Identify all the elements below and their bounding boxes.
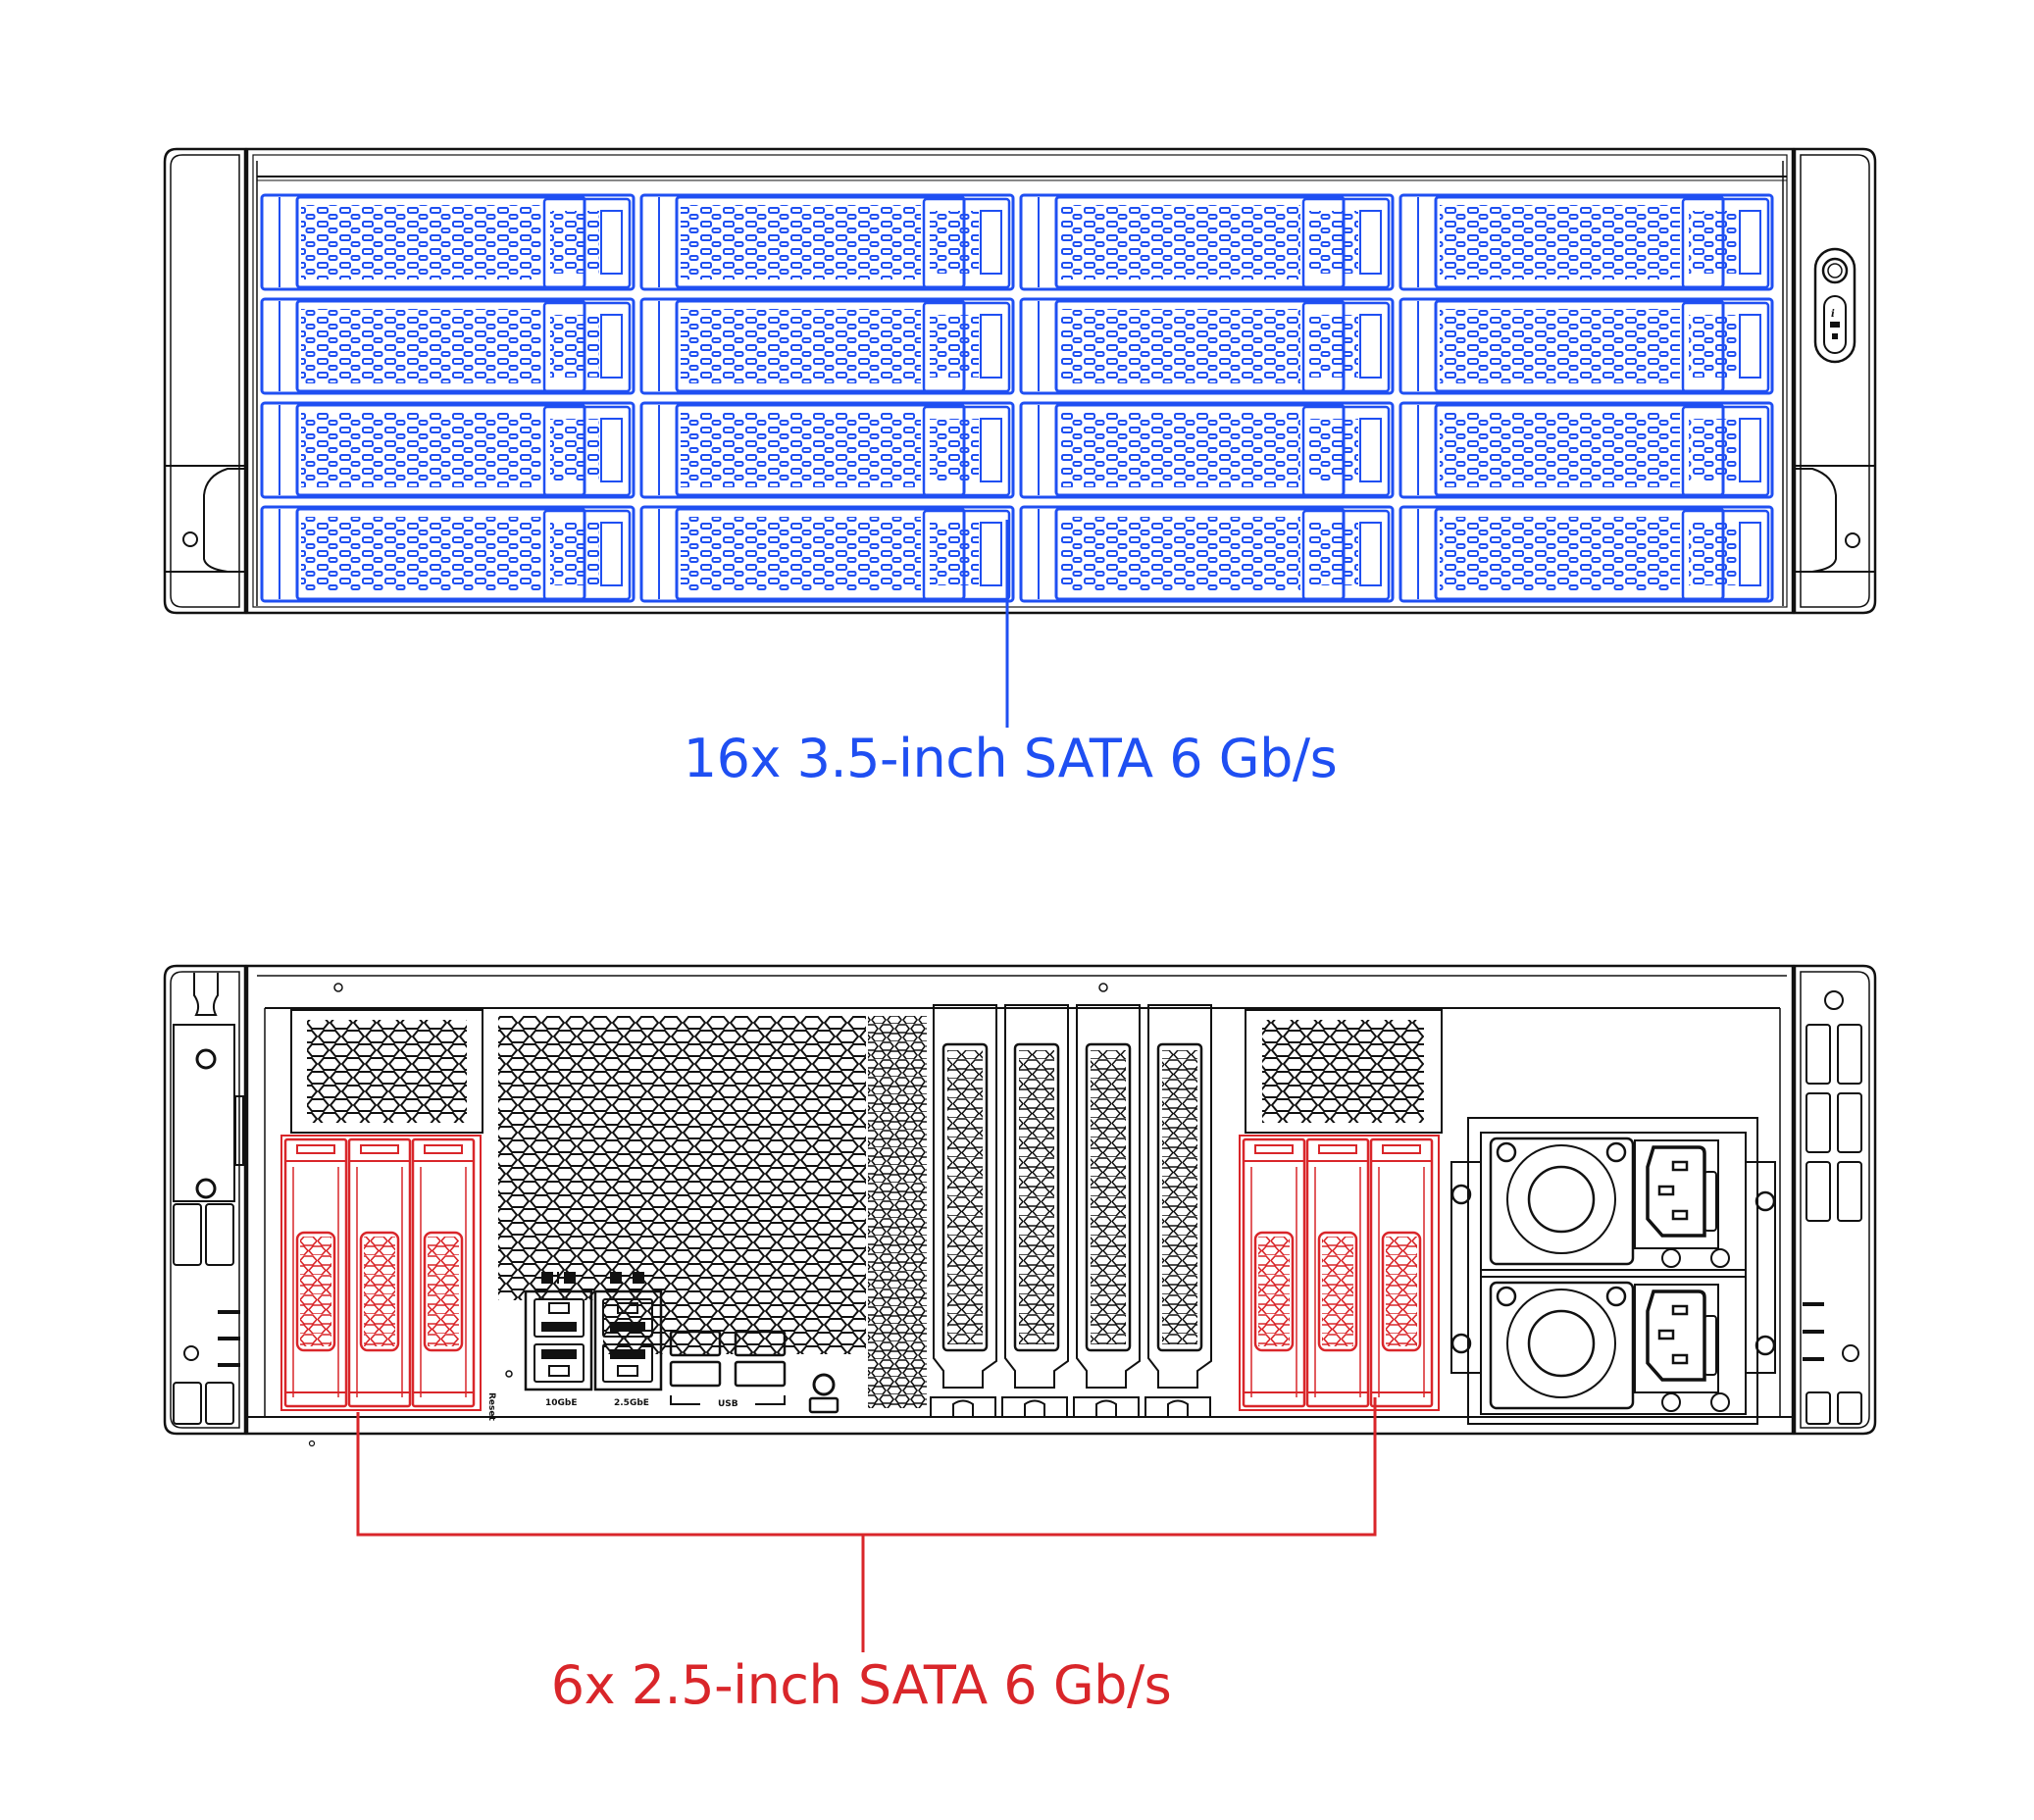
power-inlet-icon[interactable]	[1646, 1289, 1706, 1382]
rear-drive-bay[interactable]	[347, 1138, 412, 1408]
usb-port[interactable]	[669, 1330, 722, 1357]
pcie-slot[interactable]	[1001, 1004, 1069, 1418]
screw-icon	[1496, 1141, 1517, 1163]
status-led-panel	[1823, 295, 1847, 354]
front-drive-bay[interactable]	[1398, 401, 1774, 499]
power-supply-unit	[1480, 1276, 1747, 1415]
audio-jack-icon[interactable]	[812, 1373, 836, 1396]
screw-icon	[1496, 1286, 1517, 1307]
screw-icon	[1605, 1286, 1627, 1307]
network-led-icon	[1830, 322, 1840, 328]
rear-drive-callout: 6x 2.5-inch SATA 6 Gb/s	[550, 1654, 1172, 1716]
front-drive-bay[interactable]	[639, 401, 1015, 499]
front-drive-bays	[260, 193, 1774, 603]
power-button-icon[interactable]	[1821, 257, 1849, 284]
info-led-icon: i	[1831, 309, 1835, 320]
screw-icon	[1605, 1141, 1627, 1163]
rear-io-panel	[505, 1272, 839, 1414]
hdd-led-icon	[1832, 333, 1838, 339]
lan-2-5gbe-ports	[593, 1272, 663, 1391]
screw-icon	[195, 1178, 217, 1199]
usb-ports	[669, 1330, 787, 1405]
lan-2-5gbe-label: 2.5GbE	[614, 1398, 649, 1408]
rear-drive-bay-group	[1239, 1135, 1440, 1411]
lan-10gbe-ports	[524, 1272, 593, 1391]
front-drive-bay[interactable]	[260, 297, 636, 395]
serial-port[interactable]	[808, 1396, 839, 1414]
front-drive-callout: 16x 3.5-inch SATA 6 Gb/s	[683, 728, 1338, 789]
usb-label: USB	[718, 1399, 738, 1409]
rear-left-vent	[290, 1009, 483, 1134]
front-right-rack-ear: i	[1793, 147, 1877, 615]
rear-drive-bays	[280, 1135, 1440, 1411]
rear-view	[163, 964, 1877, 1652]
pcie-slot[interactable]	[1073, 1004, 1141, 1418]
power-supply-unit	[1480, 1132, 1747, 1271]
front-drive-bay[interactable]	[260, 193, 636, 291]
rear-right-rack-ear	[1793, 964, 1877, 1436]
reset-label: Reset	[486, 1392, 496, 1421]
front-drive-bay[interactable]	[1019, 297, 1395, 395]
front-drive-bay[interactable]	[1019, 401, 1395, 499]
front-drive-bay[interactable]	[1398, 297, 1774, 395]
front-right-ear-hole	[1845, 532, 1860, 548]
front-drive-bay[interactable]	[1019, 505, 1395, 603]
reset-button[interactable]	[505, 1370, 513, 1378]
front-drive-bay[interactable]	[639, 297, 1015, 395]
rear-drive-bay[interactable]	[1305, 1138, 1370, 1408]
front-chassis	[245, 147, 1795, 615]
rj45-port[interactable]	[602, 1298, 653, 1338]
rj45-port[interactable]	[534, 1343, 585, 1383]
rear-callout-bracket	[356, 1397, 1377, 1537]
front-drive-bay[interactable]	[639, 193, 1015, 291]
com-port	[808, 1373, 839, 1414]
usb-port[interactable]	[669, 1360, 722, 1388]
front-drive-bay[interactable]	[260, 401, 636, 499]
rear-drive-bay[interactable]	[283, 1138, 348, 1408]
front-drive-bay[interactable]	[1398, 505, 1774, 603]
rear-drive-bay[interactable]	[411, 1138, 476, 1408]
usb-port[interactable]	[734, 1330, 787, 1357]
usb-port[interactable]	[734, 1360, 787, 1388]
front-drive-bay[interactable]	[260, 505, 636, 603]
control-panel	[1813, 247, 1856, 364]
rj45-port[interactable]	[602, 1343, 653, 1383]
pcie-slot[interactable]	[1144, 1004, 1212, 1418]
front-drive-bay[interactable]	[1019, 193, 1395, 291]
rj45-port[interactable]	[534, 1298, 585, 1338]
front-left-rack-ear	[163, 147, 247, 615]
fan-icon	[1506, 1144, 1616, 1254]
front-drive-bay[interactable]	[1398, 193, 1774, 291]
power-inlet-icon[interactable]	[1646, 1145, 1706, 1238]
pcie-slots	[930, 1004, 1212, 1418]
lan-10gbe-label: 10GbE	[545, 1398, 578, 1408]
rear-left-rack-ear	[163, 964, 247, 1436]
fan-icon	[1506, 1289, 1616, 1398]
power-supplies	[1450, 1117, 1776, 1425]
rear-right-vent	[1245, 1009, 1443, 1134]
front-left-ear-hole	[182, 531, 198, 547]
rear-drive-bay[interactable]	[1242, 1138, 1306, 1408]
rear-drive-bay[interactable]	[1369, 1138, 1434, 1408]
front-drive-bay[interactable]	[639, 505, 1015, 603]
pcie-slot[interactable]	[930, 1004, 997, 1418]
screw-icon	[195, 1048, 217, 1070]
rear-drive-bay-group	[280, 1135, 482, 1411]
front-view: i	[163, 147, 1877, 728]
